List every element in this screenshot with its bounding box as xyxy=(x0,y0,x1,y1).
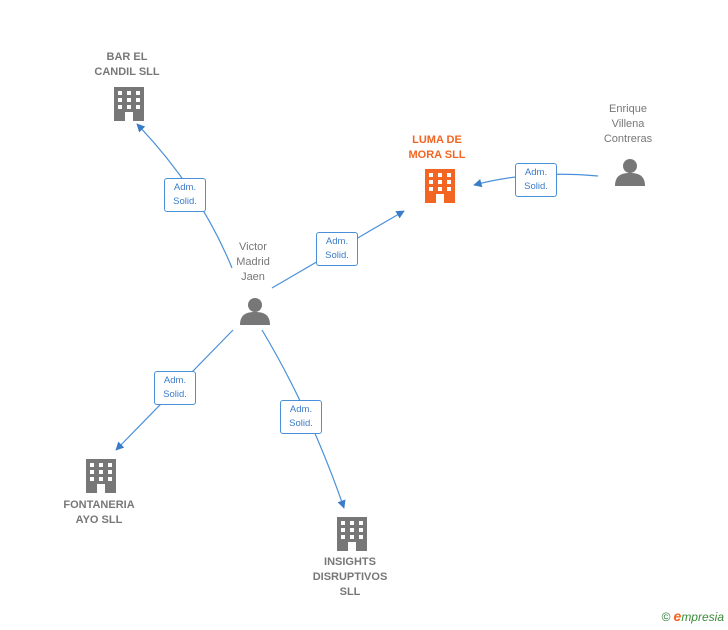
edge-label-victor-insights[interactable]: Adm. Solid. xyxy=(280,400,322,434)
node-label-line: MORA SLL xyxy=(408,149,466,161)
node-label-line: DISRUPTIVOS xyxy=(312,571,388,583)
edge-label-victor-fontaneria[interactable]: Adm. Solid. xyxy=(154,371,196,405)
edge-label-line: Adm. xyxy=(173,182,197,193)
edge-label-line: Solid. xyxy=(289,418,313,429)
node-label-luma[interactable]: LUMA DE MORA SLL xyxy=(408,133,465,163)
copyright-icon: © xyxy=(661,610,671,624)
node-label-line: Victor xyxy=(239,241,267,253)
building-icon-luma[interactable] xyxy=(425,169,455,203)
building-icon-bar[interactable] xyxy=(114,87,144,121)
node-label-line: Madrid xyxy=(236,256,270,268)
node-label-line: LUMA DE xyxy=(412,134,462,146)
empresia-logo[interactable]: ©empresia xyxy=(661,608,724,624)
node-label-line: Contreras xyxy=(603,133,653,145)
person-icon-enrique[interactable] xyxy=(615,159,645,186)
edge-label-line: Solid. xyxy=(325,250,349,261)
edge-label-line: Adm. xyxy=(524,167,548,178)
node-label-line: CANDIL SLL xyxy=(94,66,160,78)
node-label-line: INSIGHTS xyxy=(324,556,376,568)
node-label-line: SLL xyxy=(339,586,361,598)
node-label-line: Jaen xyxy=(241,271,265,283)
node-label-line: Villena xyxy=(611,118,645,130)
edge-label-line: Solid. xyxy=(524,181,548,192)
node-label-line: FONTANERIA xyxy=(63,499,135,511)
node-label-insights[interactable]: INSIGHTS DISRUPTIVOS SLL xyxy=(313,555,388,600)
node-label-fontaneria[interactable]: FONTANERIA AYO SLL xyxy=(63,498,134,528)
node-label-line: Enrique xyxy=(609,103,647,115)
node-label-line: AYO SLL xyxy=(75,514,123,526)
building-icon-fontaneria[interactable] xyxy=(86,459,116,493)
edge-label-victor-bar[interactable]: Adm. Solid. xyxy=(164,178,206,212)
edge-label-line: Adm. xyxy=(163,375,187,386)
edge-label-line: Solid. xyxy=(173,196,197,207)
node-label-line: BAR EL xyxy=(106,51,148,63)
edge-label-victor-luma[interactable]: Adm. Solid. xyxy=(316,232,358,266)
edge-label-enrique-luma[interactable]: Adm. Solid. xyxy=(515,163,557,197)
person-icon-victor[interactable] xyxy=(240,298,270,325)
edge-label-line: Adm. xyxy=(325,236,349,247)
edge-label-line: Solid. xyxy=(163,389,187,400)
building-icon-insights[interactable] xyxy=(337,517,367,551)
edge-label-line: Adm. xyxy=(289,404,313,415)
node-label-bar[interactable]: BAR EL CANDIL SLL xyxy=(94,50,159,80)
